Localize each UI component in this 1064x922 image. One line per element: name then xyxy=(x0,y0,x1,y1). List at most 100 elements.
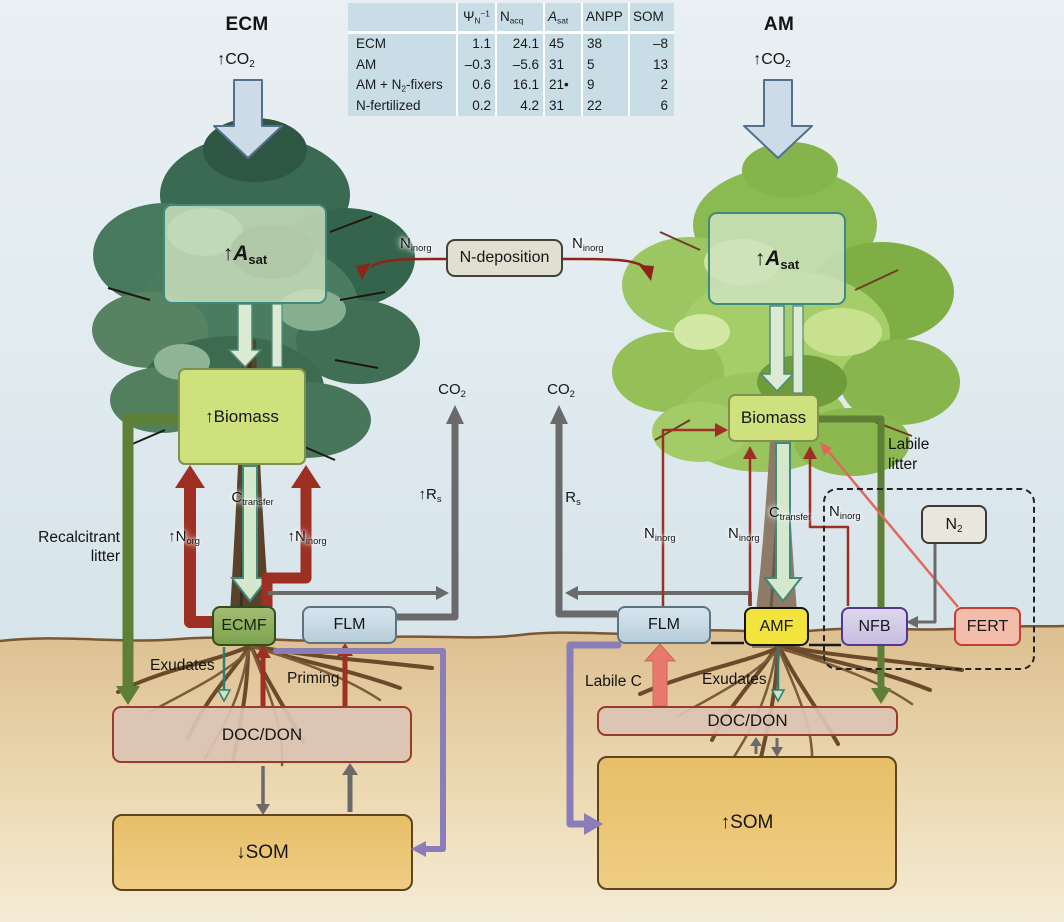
table-cell: 38 xyxy=(583,34,628,55)
ecmf-respiration-line xyxy=(268,586,449,600)
docdon-to-som-arrow-am xyxy=(771,738,783,757)
som-box-am: ↑SOM xyxy=(597,756,897,890)
table-cell: 22 xyxy=(583,95,628,116)
n-inorg-label-ndep-left: Ninorg xyxy=(400,235,432,253)
flm-box-am: FLM xyxy=(617,606,711,644)
rs-label-am: Rs xyxy=(565,489,581,507)
carbon-line-ecm xyxy=(271,303,283,368)
flm-respiration-arrow-ecm xyxy=(397,405,464,621)
table-cell: 4.2 xyxy=(497,95,543,116)
co2-label-am: ↑CO2 xyxy=(753,51,791,70)
table-header-som: SOM xyxy=(630,3,674,31)
table-cell: –8 xyxy=(630,34,674,55)
exudates-arrow-am xyxy=(770,647,786,703)
n-deposition-line-right xyxy=(562,257,654,281)
table-cell: 24.1 xyxy=(497,34,543,55)
priming-arrow-ecmf xyxy=(255,645,271,706)
am-title: AM xyxy=(763,14,795,35)
table-cell: 45 xyxy=(545,34,581,55)
exudates-label-ecm: Exudates xyxy=(150,657,215,674)
table-header-blank xyxy=(348,3,456,31)
table-cell: 31 xyxy=(545,54,581,75)
response-summary-table: ECM AM AM + N2-fixers N-fertilized ΨN−1 … xyxy=(348,3,674,116)
co2-resp-label-am: CO2 xyxy=(547,381,575,399)
n-inorg-label-amf: Ninorg xyxy=(728,525,760,543)
amf-box: AMF xyxy=(744,607,809,646)
table-cell: 0.6 xyxy=(458,75,495,96)
ecm-title: ECM xyxy=(225,14,269,35)
labile-c-label: Labile C xyxy=(585,673,642,690)
carbon-line-am xyxy=(792,305,804,394)
asat-box-am: ↑Asat xyxy=(708,212,846,305)
table-cell: 6 xyxy=(630,95,674,116)
table-cell: 5 xyxy=(583,54,628,75)
n-inorg-label-ecm: ↑Ninorg xyxy=(287,528,327,546)
docdon-to-som-arrow-ecm xyxy=(256,766,270,815)
c-transfer-arrow-am xyxy=(762,442,804,603)
amf-to-biomass-n-arrow xyxy=(743,446,757,606)
table-cell: 2 xyxy=(630,75,674,96)
co2-label-ecm: ↑CO2 xyxy=(217,51,255,70)
table-cell: 21• xyxy=(545,75,581,96)
n2-box: N2 xyxy=(921,505,987,544)
fert-box: FERT xyxy=(954,607,1021,646)
n-inorg-label-ndep-right: Ninorg xyxy=(572,235,604,253)
c-transfer-arrow-ecm xyxy=(229,465,271,603)
asat-to-biomass-arrow-ecm xyxy=(227,303,263,369)
ecmf-box: ECMF xyxy=(212,606,276,646)
biomass-box-ecm: ↑Biomass xyxy=(178,368,306,465)
co2-resp-label-ecm: CO2 xyxy=(438,381,466,399)
table-cell: 16.1 xyxy=(497,75,543,96)
asat-box-ecm: ↑Asat xyxy=(163,204,327,304)
n-deposition-box: N-deposition xyxy=(446,239,563,277)
table-cell: 31 xyxy=(545,95,581,116)
table-cell: –5.6 xyxy=(497,54,543,75)
n-deposition-line-left xyxy=(356,257,447,280)
priming-label: Priming xyxy=(287,670,340,687)
amf-respiration-line xyxy=(565,586,752,606)
table-row-label: AM + N2-fixers xyxy=(348,75,456,96)
table-cell: 13 xyxy=(630,54,674,75)
labile-c-arrow xyxy=(643,643,677,707)
table-cell: 0.2 xyxy=(458,95,495,116)
table-header-nacq: Nacq xyxy=(497,3,543,31)
rs-label-ecm: ↑Rs xyxy=(418,486,442,504)
flm-box-ecm: FLM xyxy=(302,606,397,644)
docdon-box-am: DOC/DON xyxy=(597,706,898,736)
n-org-label-ecm: ↑Norg xyxy=(168,528,200,546)
labile-litter-arrow xyxy=(818,415,891,704)
som-to-docdon-arrow-am xyxy=(750,737,762,754)
n2-to-nfb-arrow xyxy=(906,544,937,628)
flm-respiration-arrow-am xyxy=(550,405,617,618)
asat-to-biomass-arrow-am xyxy=(759,305,795,393)
soil-surface-line xyxy=(0,624,1064,643)
table-cell: 1.1 xyxy=(458,34,495,55)
table-row-label: ECM xyxy=(348,34,456,55)
table-header-psi: ΨN−1 xyxy=(458,3,495,31)
biomass-box-am: Biomass xyxy=(728,394,819,442)
n-inorg-arrow-ecm xyxy=(261,465,321,607)
n-org-arrow-ecm xyxy=(175,465,212,628)
table-cell: –0.3 xyxy=(458,54,495,75)
c-transfer-label-ecm: Ctransfer xyxy=(231,489,274,507)
table-row-label: N-fertilized xyxy=(348,95,456,116)
am-branch-twigs xyxy=(654,231,913,441)
table-row-label: AM xyxy=(348,54,456,75)
recalcitrant-litter-arrow xyxy=(116,413,177,705)
flm-to-biomass-n-arrow xyxy=(661,423,728,606)
exudates-label-am: Exudates xyxy=(702,671,767,688)
table-header-anpp: ANPP xyxy=(583,3,628,31)
n-inorg-label-flm-am: Ninorg xyxy=(644,525,676,543)
table-header-asat: Asat xyxy=(545,3,581,31)
co2-uptake-arrow-am xyxy=(743,79,813,159)
ecm-branch-twigs xyxy=(107,215,386,461)
n-inorg-label-nfb: Ninorg xyxy=(829,503,861,521)
exudates-arrow-ecm xyxy=(216,647,232,703)
co2-uptake-arrow-ecm xyxy=(213,79,283,159)
som-box-ecm: ↓SOM xyxy=(112,814,413,891)
table-cell: 9 xyxy=(583,75,628,96)
n-addition-group-outline xyxy=(823,488,1035,670)
